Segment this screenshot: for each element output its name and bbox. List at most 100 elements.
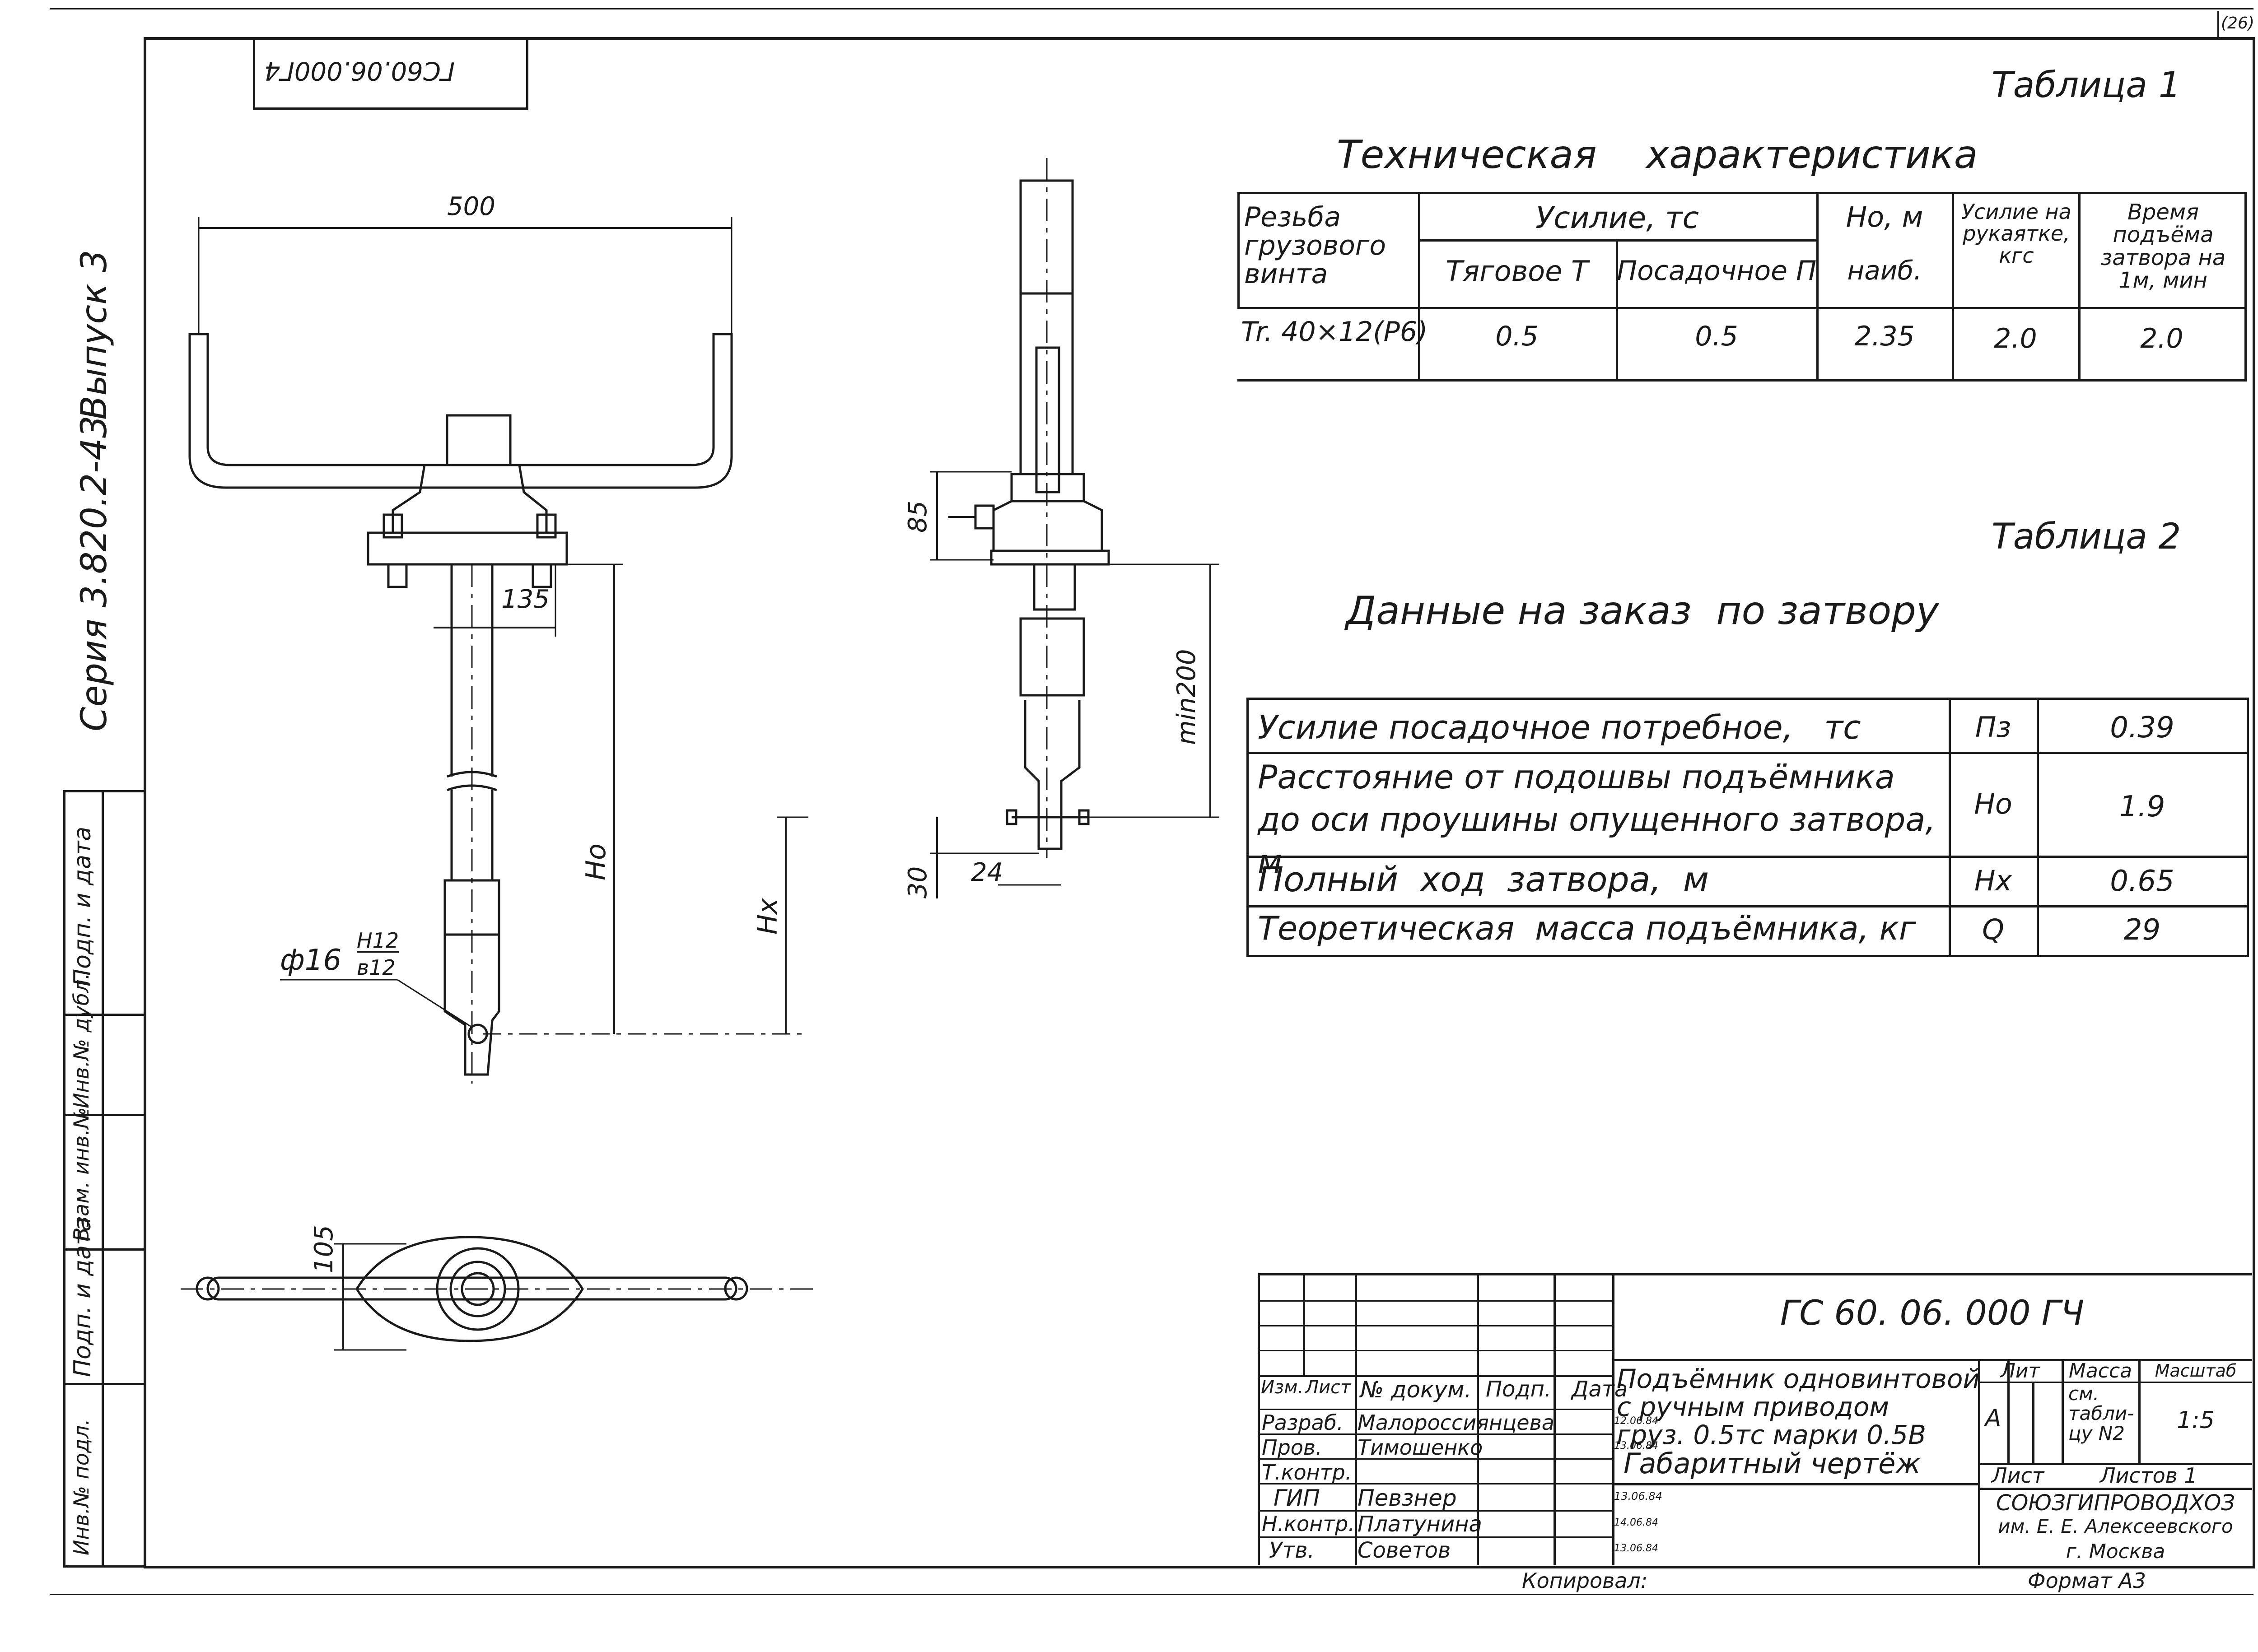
table2: Усилие посадочное потребное, тс Пз 0.39 … [1246,698,2249,957]
tb-date: 13.06.84 [1614,1490,1662,1503]
tb-line [1978,1463,2252,1465]
tb-line [2007,1359,2010,1463]
tb-name-line: с ручным приводом [1617,1391,1889,1422]
t2-row-val: 0.39 [2110,711,2174,745]
tb-org: СОЮЗГИПРОВОДХОЗ [1996,1490,2235,1516]
dim-500: 500 [447,192,495,221]
table2-title: Данные на заказ по затвору [1346,588,1939,633]
dim-85: 85 [903,500,933,533]
t1-head-ho-sub: наиб. [1847,255,1922,286]
tb-role: Пров. [1262,1435,1322,1460]
tb-date: 14.06.84 [1614,1517,1658,1528]
top-view-drawing [181,1236,813,1351]
tb-org: г. Москва [2066,1540,2165,1563]
t2-line [1249,856,2249,858]
tb-role: Т.контр. [1262,1460,1352,1484]
stamp-sep [65,1248,146,1251]
t1-head-ho: Но, м [1846,200,1923,233]
tb-signer: Малороссиянцева [1358,1410,1554,1435]
tb-scale-head: Масштаб [2155,1361,2237,1381]
t1-head-seating: Посадочное П [1617,255,1817,287]
t2-row-val: 0.65 [2110,865,2174,898]
sheet-number: (26) [2221,14,2254,33]
tb-line [1260,1458,1612,1460]
tb-mass: см. табли- цу N2 [2068,1382,2134,1445]
dim-min200: min200 [1172,649,1201,745]
tb-role: Н.контр. [1262,1512,1355,1536]
tb-line [1260,1325,1612,1326]
t1-line [1418,239,1816,242]
tb-role: Разраб. [1262,1410,1344,1435]
tb-name-line: груз. 0.5тс марки 0.5В [1617,1419,1926,1450]
drawing-frame [144,37,2255,1568]
table2-label: Таблица 2 [1992,517,2181,557]
tb-col-head: Изм. [1261,1377,1304,1398]
t2-row-name: Расстояние от подошвы подъёмника до оси … [1258,758,1936,881]
front-view-drawing [188,217,808,1084]
t1-head-time: Время подъёма затвора на 1м, мин [2100,200,2226,293]
t1-line [1616,239,1618,379]
tb-line [1260,1409,1612,1410]
tb-line [1612,1359,2252,1361]
t1-time: 2.0 [2140,323,2183,354]
tb-line [1260,1510,1612,1512]
stamp-sep [65,1014,146,1016]
sheet-number-box: (26) [2217,11,2254,37]
t2-row-sym: Пз [1975,711,2011,744]
title-block: ГС 60. 06. 000 ГЧ Изм. Лист № докум. Под… [1258,1273,2252,1565]
t1-head-thread: Резьба грузового винта [1244,201,1386,290]
tb-date: 13.06.84 [1614,1440,1658,1452]
t1-traction: 0.5 [1495,321,1539,352]
tb-col-head: Дата [1572,1377,1628,1402]
tb-line [2062,1359,2064,1463]
dim-fit-den: в12 [357,955,396,980]
t1-head-handle: Усилие на рукаятке, кгс [1961,200,2071,268]
t1-handle: 2.0 [1994,323,2037,354]
t2-row-name: Теоретическая масса подъёмника, кг [1258,909,1916,947]
tb-name-line: Габаритный чертёж [1624,1447,1921,1480]
tb-lit-head: Лит [2000,1359,2040,1382]
tb-role: ГИП [1274,1485,1320,1511]
t2-row-name: Усилие посадочное потребное, тс [1258,708,1861,746]
t2-row-val: 1.9 [2119,790,2165,824]
table1: Резьба грузового винта Усилие, тс Тягово… [1237,192,2247,382]
t2-row-sym: Нх [1974,864,2012,897]
tb-line [1260,1433,1612,1435]
tb-name-line: Подъёмник одновинтовой [1617,1363,1980,1394]
t1-line [1816,194,1819,379]
t2-line [2037,700,2039,955]
stamp-sep [65,1383,146,1385]
t2-line [1949,700,1951,955]
t2-line [1249,752,2249,754]
t1-thread: Tr. 40×12(P6) [1241,316,1428,348]
tb-line [1978,1359,1980,1565]
tb-sheet-head: Лист [1992,1463,2044,1488]
mirrored-code-box: ГС60.06.000Г4 [253,40,528,110]
tb-signer: Платунина [1358,1512,1482,1537]
tb-line [1612,1275,1614,1565]
t2-row-sym: Q [1982,913,2004,946]
dim-135: 135 [501,585,550,614]
tb-col-head: Лист [1305,1377,1351,1398]
t1-seating: 0.5 [1695,321,1738,352]
t1-line [1237,307,2247,309]
dim-24: 24 [971,858,1003,887]
dim-fit-num: Н12 [357,928,399,953]
tb-line [1260,1375,1612,1377]
stamp-divider [102,792,104,1565]
dim-fit: ф16 [280,944,342,977]
tb-role: Утв. [1269,1538,1315,1563]
stamp-column: Подп. и дата Инв.№ дубл. Взам. инв.№ Под… [63,790,146,1568]
tb-col-head: № докум. [1360,1377,1472,1403]
tb-signer: Тимошенко [1358,1435,1483,1460]
tb-date: 12.06.84 [1614,1415,1658,1427]
copied-label: Копировал: [1522,1568,1648,1593]
tb-date: 13.06.84 [1614,1543,1658,1554]
dim-hx: Нх [752,898,784,935]
tb-line [1978,1382,2252,1383]
t1-line [2244,194,2247,379]
tb-signer: Советов [1358,1538,1451,1563]
tb-scale: 1:5 [2177,1407,2215,1434]
tb-line [1477,1275,1479,1565]
